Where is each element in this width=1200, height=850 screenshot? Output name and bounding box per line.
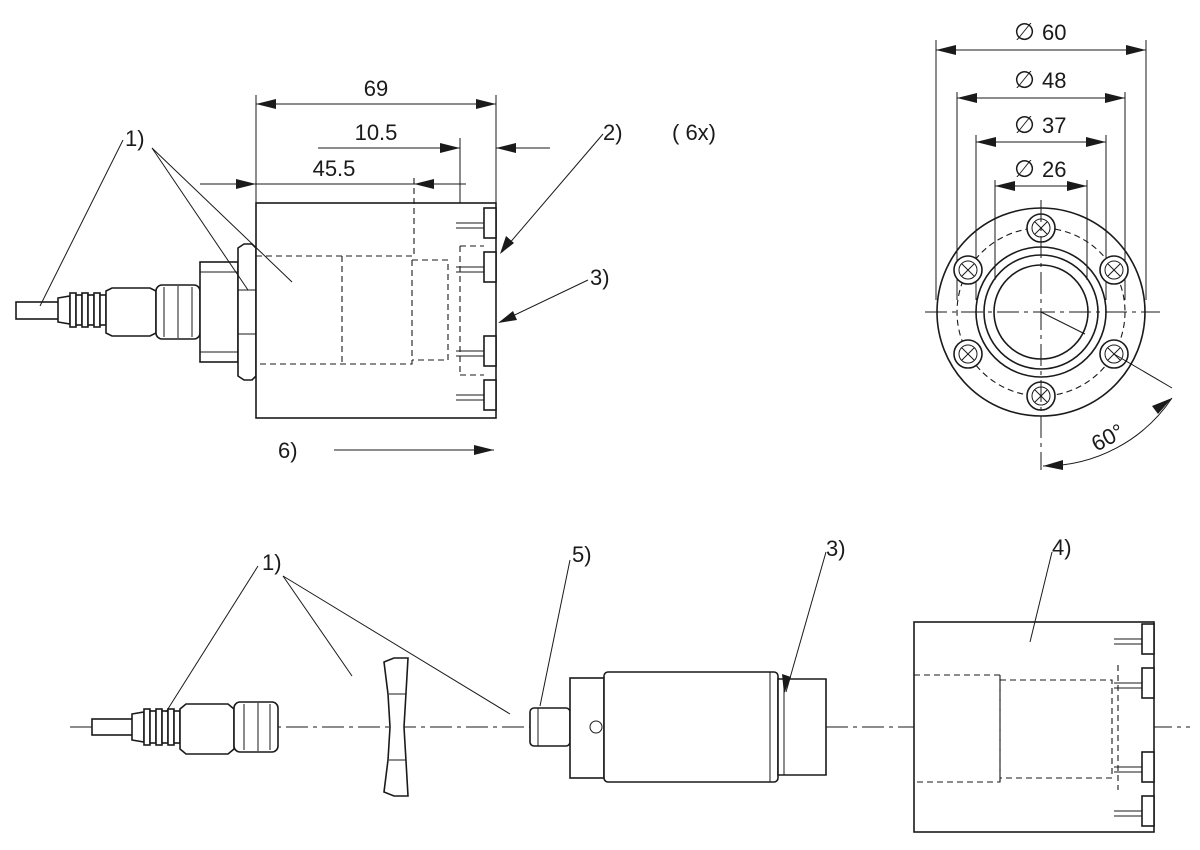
dia-48-symbol: ∅ <box>1014 66 1035 94</box>
callout-5: 5) <box>539 542 592 707</box>
callout-2: 2) ( 6x) <box>500 120 716 254</box>
callout-1-bottom-label: 1) <box>262 550 282 575</box>
mounting-direction-arrow <box>474 445 494 455</box>
callout-3-bottom: 3) <box>782 536 846 694</box>
dia-60-symbol: ∅ <box>1014 18 1035 46</box>
callout-4: 4) <box>1029 535 1072 643</box>
angle-dimension: 60° <box>1042 353 1173 470</box>
callout-1-top-label: 1) <box>125 126 145 151</box>
callout-3-top: 3) <box>498 265 610 323</box>
dia-26-symbol: ∅ <box>1014 155 1035 183</box>
exploded-sensor <box>529 671 827 783</box>
exploded-connector <box>91 701 279 755</box>
dia-60-label: 60 <box>1042 20 1066 45</box>
callout-1-bottom: 1) <box>165 550 511 715</box>
dia-37-symbol: ∅ <box>1014 111 1035 139</box>
side-view-assembly: 69 10.5 45.5 1) 2) ( 6x) <box>15 76 716 463</box>
exploded-view: 1) 5) 3) 4) <box>70 535 1190 833</box>
exploded-housing <box>913 621 1155 833</box>
callout-4-label: 4) <box>1052 535 1072 560</box>
screws-side <box>456 207 497 411</box>
callout-5-label: 5) <box>572 542 592 567</box>
callout-6-label: 6) <box>278 438 298 463</box>
front-view: ∅ 60 ∅ 48 ∅ 37 ∅ 26 <box>925 18 1173 470</box>
dimension-10-5: 10.5 <box>318 120 550 203</box>
callout-6: 6) <box>278 438 494 463</box>
dimension-45-5: 45.5 <box>200 156 466 189</box>
callout-2-label: 2) <box>603 120 623 145</box>
hex-nut <box>237 243 257 381</box>
exploded-hex-nut <box>383 657 409 797</box>
dia-37-label: 37 <box>1042 113 1066 138</box>
dimension-69: 69 <box>255 76 497 203</box>
callout-3-bottom-label: 3) <box>826 536 846 561</box>
callout-3-top-label: 3) <box>590 265 610 290</box>
connector-body <box>105 287 157 337</box>
dim-10-5-label: 10.5 <box>355 120 398 145</box>
callout-1-top: 1) <box>39 126 293 307</box>
angle-label: 60° <box>1087 419 1128 457</box>
callout-2-qty: ( 6x) <box>672 120 716 145</box>
housing <box>255 202 497 419</box>
strain-relief <box>57 292 107 328</box>
dia-48-label: 48 <box>1042 68 1066 93</box>
dim-45-5-label: 45.5 <box>313 156 356 181</box>
sensor-collar <box>199 261 239 363</box>
dim-69-label: 69 <box>364 76 388 101</box>
dia-26-label: 26 <box>1042 157 1066 182</box>
cable <box>15 301 61 320</box>
